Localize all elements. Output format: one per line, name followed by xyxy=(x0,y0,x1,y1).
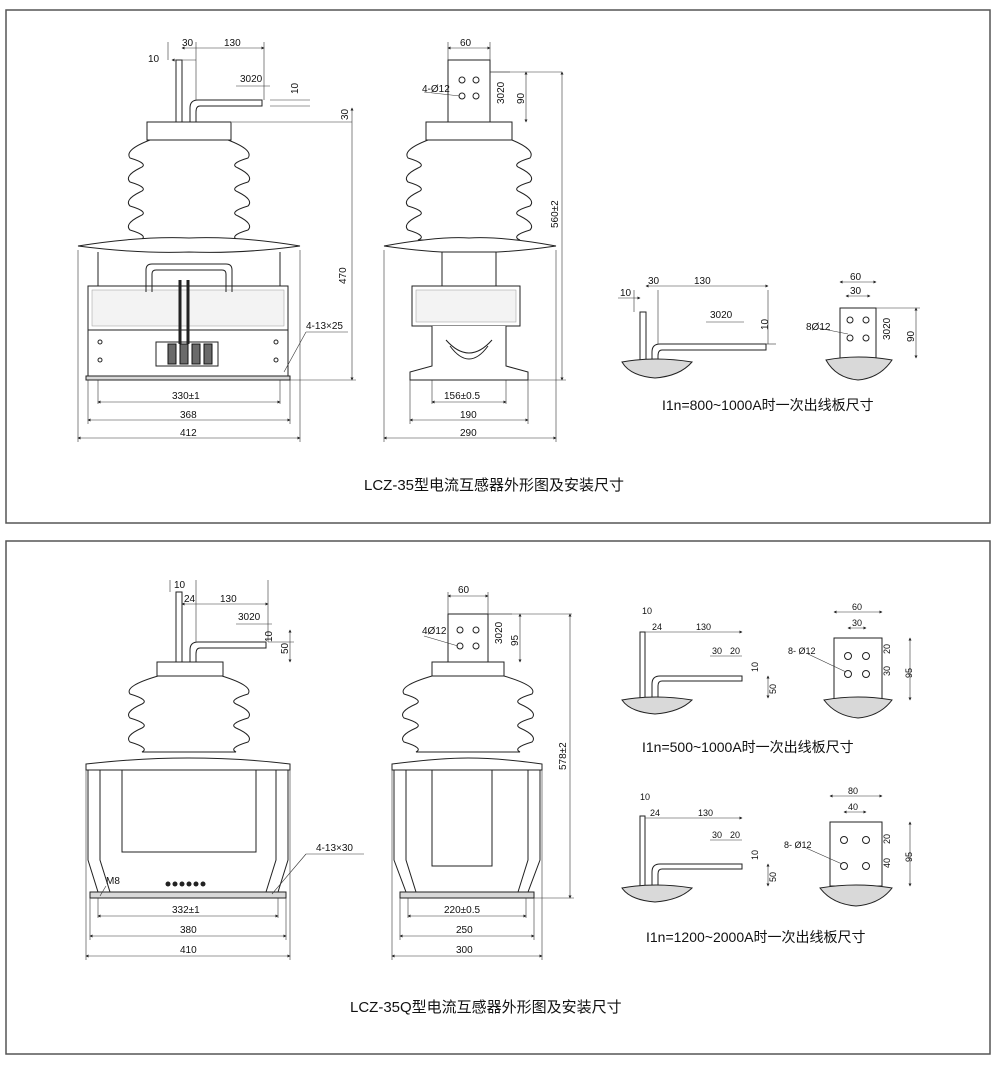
dim-text: 130 xyxy=(698,808,713,818)
dim-text: 10 xyxy=(620,288,632,299)
dim-text: 130 xyxy=(224,38,241,49)
dim-text: 578±2 xyxy=(558,742,569,770)
dim-text: 60 xyxy=(458,585,470,596)
dim-text: 20 xyxy=(882,834,892,844)
dim-text: 10 xyxy=(750,850,760,860)
front-dimensions-1: 60 4-Ø12 3020 90 560±2 156±0.5 190 290 xyxy=(383,38,566,442)
dim-text: 10 xyxy=(264,630,275,642)
terminal-detail-side-1: 10 30 130 3020 10 xyxy=(618,276,776,379)
dim-text: 30 xyxy=(712,830,722,840)
dim-text: 3020 xyxy=(496,81,507,104)
dim-text: 10 xyxy=(640,792,650,802)
dim-text: 410 xyxy=(180,945,197,956)
dim-text: 20 xyxy=(730,830,740,840)
dim-text: 95 xyxy=(904,668,914,678)
panel-1-frame xyxy=(5,9,991,524)
dim-text: 24 xyxy=(652,622,662,632)
dim-text: 30 xyxy=(182,38,194,49)
dim-text: 30 xyxy=(712,646,722,656)
dim-text: 3020 xyxy=(238,612,261,623)
dim-text: 80 xyxy=(848,786,858,796)
dim-text: 470 xyxy=(338,267,349,284)
dim-text: 560±2 xyxy=(550,200,561,228)
dim-text: 10 xyxy=(290,82,301,94)
dim-text: 10 xyxy=(148,54,160,65)
dim-text: 90 xyxy=(906,330,917,342)
dim-text: 30 xyxy=(882,666,892,676)
dim-text: 8- Ø12 xyxy=(784,840,812,850)
dim-text: 3020 xyxy=(494,621,505,644)
panel-2-frame xyxy=(5,540,991,1055)
terminal-detail-b: 10 24 130 30 20 10 50 80 40 8- Ø12 40 20… xyxy=(621,786,914,907)
dim-text: 130 xyxy=(220,594,237,605)
dim-text: M8 xyxy=(106,876,120,887)
dim-text: 3020 xyxy=(882,317,893,340)
dim-text: 30 xyxy=(340,108,351,120)
dim-text: 4-Ø12 xyxy=(422,84,450,95)
dim-text: 4-13×30 xyxy=(316,843,353,854)
dim-text: 190 xyxy=(460,410,477,421)
dim-text: 332±1 xyxy=(172,905,200,916)
transformer-front-view-2 xyxy=(391,613,543,899)
dim-text: 10 xyxy=(174,580,186,591)
dim-text: 10 xyxy=(750,662,760,672)
dim-text: 30 xyxy=(852,618,862,628)
dim-text: 50 xyxy=(768,872,778,882)
terminal-caption-a: I1n=500~1000A时一次出线板尺寸 xyxy=(642,739,854,755)
dim-text: 3020 xyxy=(240,74,263,85)
dim-text: 8Ø12 xyxy=(806,322,831,333)
terminal-detail-front-1: 60 30 8Ø12 3020 90 xyxy=(806,272,920,381)
dim-text: 60 xyxy=(852,602,862,612)
dim-text: 24 xyxy=(184,594,196,605)
dim-text: 95 xyxy=(510,634,521,646)
terminal-caption-b: I1n=1200~2000A时一次出线板尺寸 xyxy=(646,929,865,945)
terminal-detail-a: 10 24 130 30 20 10 50 60 30 8- Ø12 30 20… xyxy=(621,602,914,719)
dim-text: 24 xyxy=(650,808,660,818)
terminal-caption-1: I1n=800~1000A时一次出线板尺寸 xyxy=(662,397,874,413)
dim-text: 50 xyxy=(280,642,291,654)
dim-text: 20 xyxy=(882,644,892,654)
dim-text: 50 xyxy=(768,684,778,694)
dim-text: 130 xyxy=(696,622,711,632)
dim-text: 220±0.5 xyxy=(444,905,481,916)
dim-text: 330±1 xyxy=(172,391,200,402)
dim-text: 40 xyxy=(848,802,858,812)
dim-text: 30 xyxy=(648,276,660,287)
dim-text: 30 xyxy=(850,286,862,297)
dim-text: 300 xyxy=(456,945,473,956)
panel-2-caption: LCZ-35Q型电流互感器外形图及安装尺寸 xyxy=(350,999,622,1016)
dim-text: 156±0.5 xyxy=(444,391,481,402)
panel-1-caption: LCZ-35型电流互感器外形图及安装尺寸 xyxy=(364,477,624,494)
transformer-side-view-2 xyxy=(85,591,291,899)
dim-text: 4-13×25 xyxy=(306,321,343,332)
front-dimensions-2: 60 4Ø12 3020 95 578±2 220±0.5 250 300 xyxy=(391,585,574,960)
dim-text: 95 xyxy=(904,852,914,862)
dim-text: 368 xyxy=(180,410,197,421)
transformer-side-view-1 xyxy=(77,59,301,381)
side-dimensions-1: 10 30 130 3020 10 30 470 4-13×25 330±1 3… xyxy=(77,38,356,442)
dim-text: 60 xyxy=(850,272,862,283)
dim-text: 60 xyxy=(460,38,472,49)
dim-text: 130 xyxy=(694,276,711,287)
dim-text: 8- Ø12 xyxy=(788,646,816,656)
dim-text: 412 xyxy=(180,428,197,439)
dim-text: 40 xyxy=(882,858,892,868)
transformer-front-view-1 xyxy=(383,59,557,381)
dim-text: 3020 xyxy=(710,310,733,321)
dim-text: 10 xyxy=(760,318,771,330)
dim-text: 250 xyxy=(456,925,473,936)
dim-text: 4Ø12 xyxy=(422,626,447,637)
dim-text: 10 xyxy=(642,606,652,616)
dim-text: 290 xyxy=(460,428,477,439)
dim-text: 90 xyxy=(516,92,527,104)
dim-text: 380 xyxy=(180,925,197,936)
side-dimensions-2: 10 24 130 3020 10 50 4-13×30 M8 332±1 38… xyxy=(85,580,364,960)
dim-text: 20 xyxy=(730,646,740,656)
